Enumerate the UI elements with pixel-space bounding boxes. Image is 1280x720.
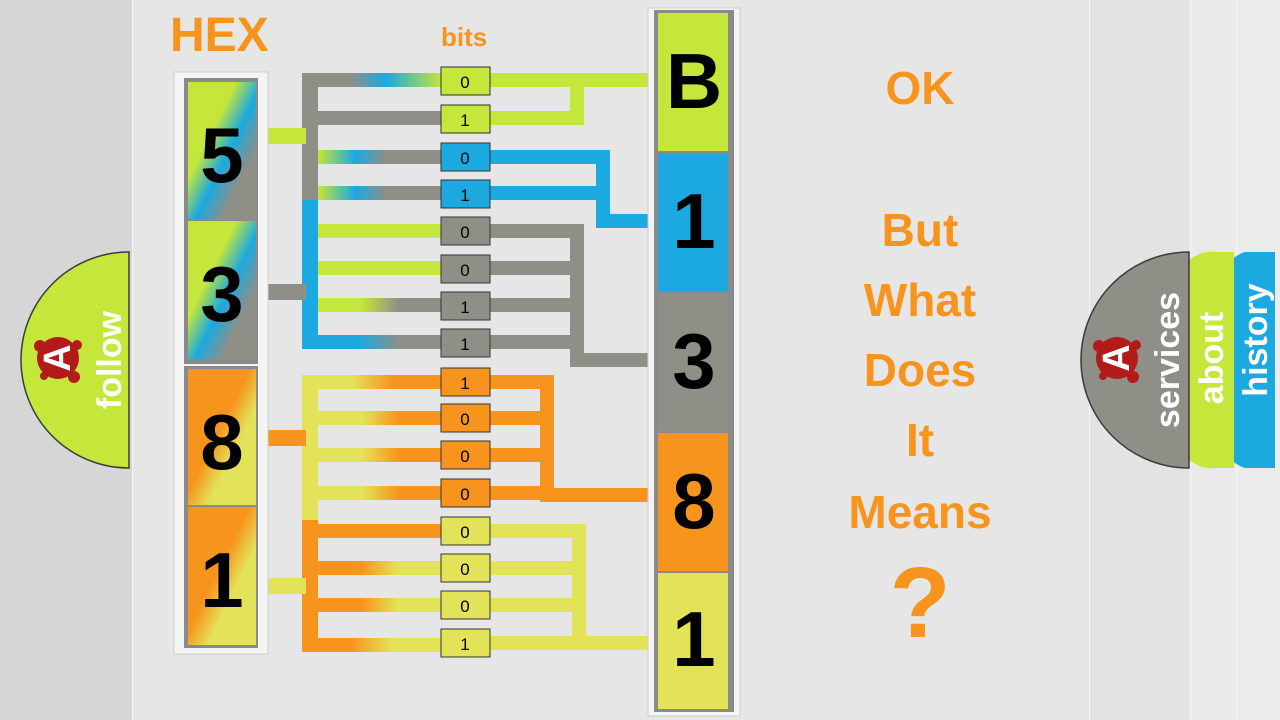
bit-value-0: 0: [460, 73, 469, 92]
base32-cell-1: [658, 153, 728, 291]
bit-column: 0 1 0 1 0 0 1 1 1 0 0 0 0 0 0 1: [440, 66, 491, 658]
bit-value-6: 1: [460, 298, 469, 317]
hex-cell-0: [188, 82, 256, 220]
hex-digit-2: 8: [200, 398, 243, 486]
bit-box-13: [440, 553, 491, 583]
base32-digit-4: 1: [672, 595, 715, 683]
splat-a-logo-icon: A: [34, 337, 82, 383]
base32-digit-0: B: [666, 37, 722, 125]
bit-box-9: [440, 403, 491, 433]
hex-cell-3: [188, 507, 256, 645]
bit-box-14: [440, 590, 491, 620]
bit-value-12: 0: [460, 523, 469, 542]
splat-a-logo-icon: A: [1093, 337, 1141, 383]
bit-box-12: [440, 516, 491, 546]
base32-digit-3: 8: [672, 457, 715, 545]
about-tab-label: about: [1193, 312, 1231, 405]
wires-right: [490, 73, 652, 650]
hex-heading: HEX: [170, 9, 269, 62]
bit-value-13: 0: [460, 560, 469, 579]
base32-cell-4: [658, 573, 728, 709]
base32-digit-2: 3: [672, 317, 715, 405]
bit-box-8: [440, 367, 491, 397]
bit-box-5: [440, 254, 491, 284]
message-it: It: [905, 414, 935, 466]
follow-tab[interactable]: A follow: [20, 251, 130, 469]
bit-box-15: [440, 628, 491, 658]
bit-value-15: 1: [460, 635, 469, 654]
bit-value-8: 1: [460, 374, 469, 393]
about-tab[interactable]: about: [1188, 251, 1234, 469]
base32-cell-3: [658, 433, 728, 571]
base32-digit-1: 1: [672, 177, 715, 265]
bit-box-4: [440, 216, 491, 246]
history-tab-label: history: [1237, 283, 1275, 396]
bit-value-10: 0: [460, 447, 469, 466]
bit-value-5: 0: [460, 261, 469, 280]
bit-value-14: 0: [460, 597, 469, 616]
bit-value-9: 0: [460, 410, 469, 429]
bit-value-2: 0: [460, 149, 469, 168]
bit-box-7: [440, 328, 491, 358]
message-what: What: [863, 274, 977, 326]
message-but: But: [881, 204, 959, 256]
base32-cell-0: [658, 13, 728, 151]
bit-box-11: [440, 478, 491, 508]
bits-heading: bits: [441, 22, 488, 52]
base32-column: B 1 3 8 1: [647, 7, 741, 717]
services-tab[interactable]: A services: [1080, 251, 1190, 469]
message-does: Does: [863, 344, 977, 396]
hex-column: 5 3 8 1: [173, 71, 269, 655]
wires-upper: [268, 73, 442, 349]
bit-value-1: 1: [460, 111, 469, 130]
services-logo-letter: A: [1096, 344, 1138, 371]
bit-box-3: [440, 179, 491, 209]
wires-lower: [268, 375, 442, 652]
bit-box-0: [440, 66, 491, 96]
hex-cell-2: [188, 369, 256, 505]
bit-value-3: 1: [460, 186, 469, 205]
message-ok: OK: [885, 62, 955, 114]
hex-digit-3: 1: [200, 536, 243, 624]
bit-value-4: 0: [460, 223, 469, 242]
base32-cell-2: [658, 293, 728, 431]
hex-cell-1: [188, 221, 256, 359]
message-means: Means: [848, 486, 992, 538]
bit-value-7: 1: [460, 335, 469, 354]
bit-box-10: [440, 440, 491, 470]
follow-logo-letter: A: [37, 344, 79, 371]
hex-digit-1: 3: [200, 250, 243, 338]
question-mark: ?: [889, 547, 951, 659]
hex-digit-0: 5: [200, 111, 243, 199]
follow-tab-label: follow: [91, 310, 129, 409]
history-tab[interactable]: history: [1230, 252, 1275, 468]
bit-box-6: [440, 291, 491, 321]
bit-value-11: 0: [460, 485, 469, 504]
bit-box-1: [440, 104, 491, 134]
bit-box-2: [440, 142, 491, 172]
services-tab-label: services: [1149, 292, 1187, 428]
